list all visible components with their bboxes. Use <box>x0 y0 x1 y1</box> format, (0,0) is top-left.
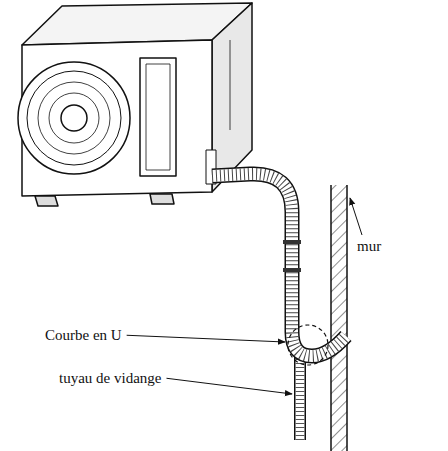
leader-arrow <box>127 335 285 342</box>
u-bend-marker <box>288 325 328 365</box>
wall-label: mur <box>356 238 382 255</box>
part-label: Courbe en U <box>44 327 123 344</box>
leader-arrow <box>166 378 292 394</box>
pipe <box>212 174 346 440</box>
leader-arrow <box>350 198 362 235</box>
part-label: tuyau de vidange <box>58 370 162 387</box>
wall <box>331 185 347 451</box>
